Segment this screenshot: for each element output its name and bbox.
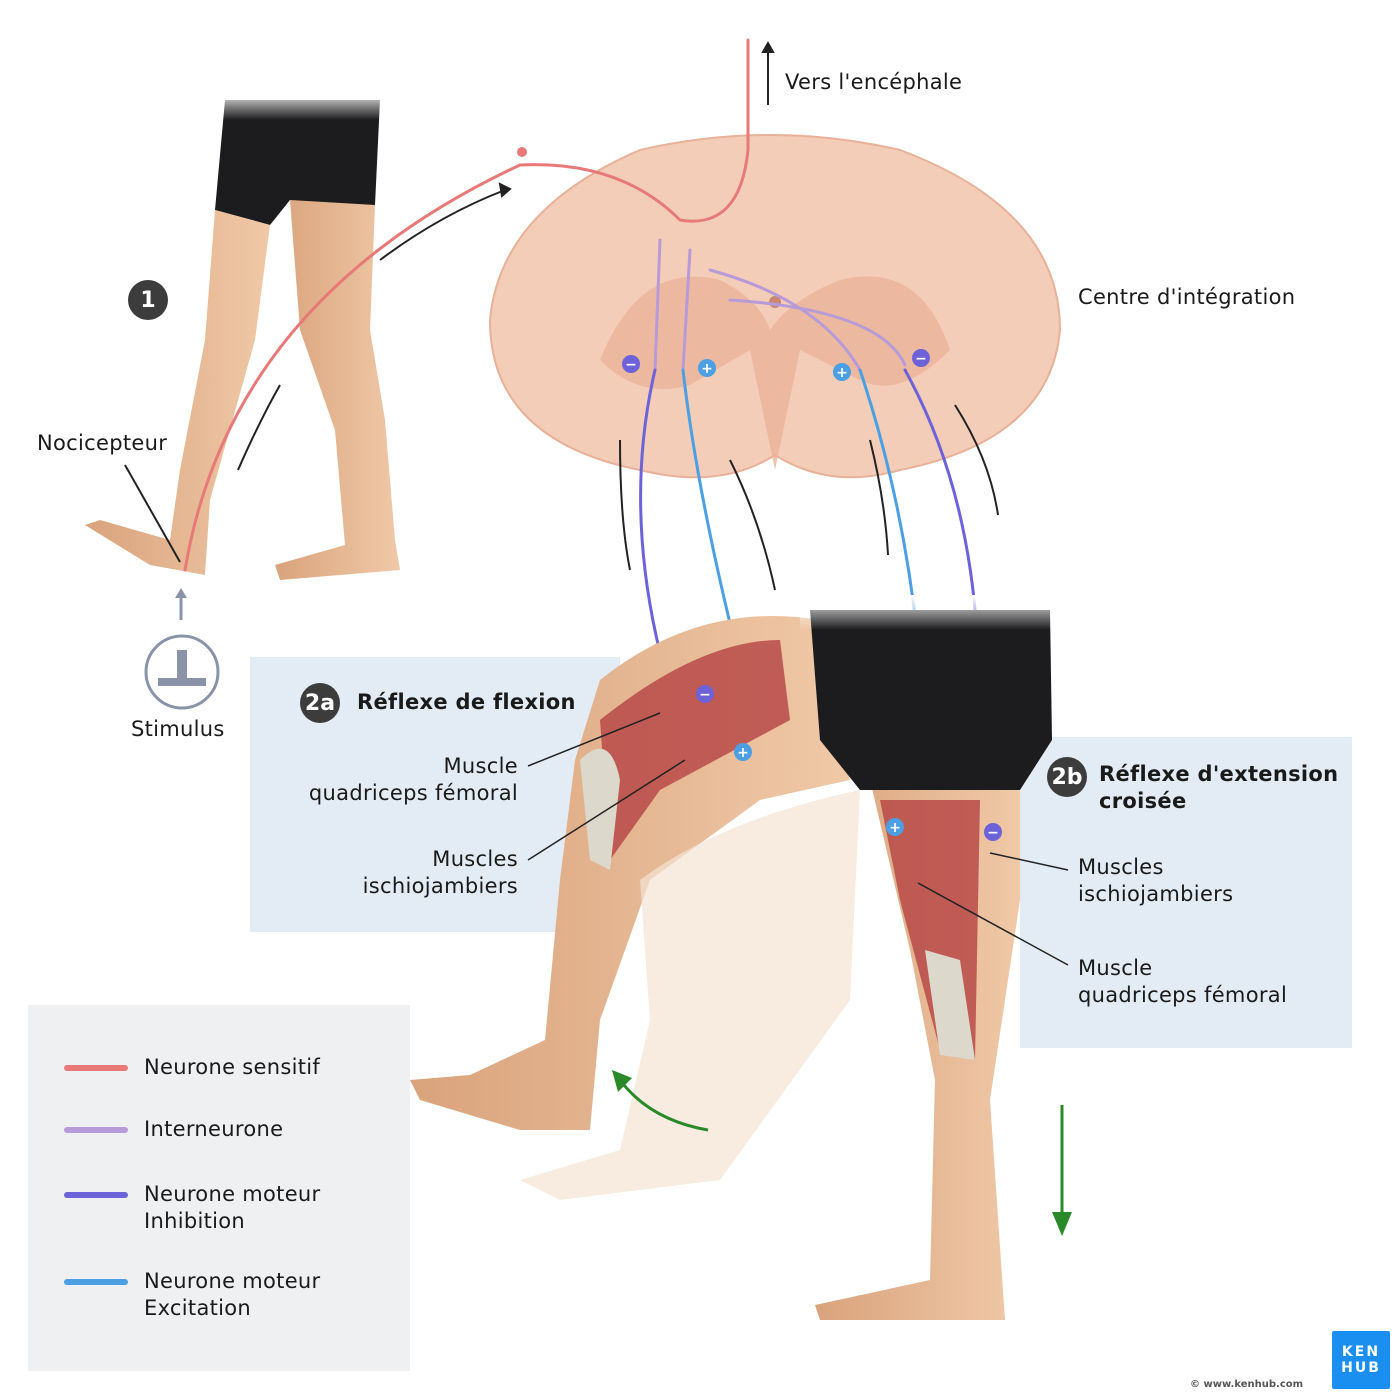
svg-text:−: − [699, 687, 711, 703]
label-integration-center: Centre d'intégration [1078, 285, 1296, 309]
label-line: Muscles [1078, 855, 1164, 879]
label-nociceptor: Nocicepteur [37, 431, 168, 455]
legend-swatch [64, 1192, 128, 1198]
legend-label-line: Excitation [144, 1296, 252, 1320]
label-line: Muscle [1078, 956, 1153, 980]
legend-label-line: Neurone moteur [144, 1182, 321, 1206]
svg-text:+: + [737, 745, 749, 761]
svg-text:+: + [836, 365, 848, 381]
legend-label-line: Inhibition [144, 1209, 246, 1233]
label-2a-hamstrings: Muscles ischiojambiers [363, 846, 518, 900]
legend-item-sensory: Neurone sensitif [64, 1054, 320, 1081]
title-line: Réflexe d'extension [1099, 762, 1339, 786]
legend-item-interneuron: Interneurone [64, 1116, 283, 1143]
legend-label: Interneurone [144, 1117, 284, 1141]
label-line: Muscle [443, 754, 518, 778]
label-line: quadriceps fémoral [308, 781, 518, 805]
label-2b-quadriceps: Muscle quadriceps fémoral [1078, 955, 1287, 1009]
svg-text:−: − [915, 351, 927, 367]
label-2a-quadriceps: Muscle quadriceps fémoral [309, 753, 518, 807]
logo-line: HUB [1341, 1360, 1381, 1376]
label-line: Muscles [432, 847, 518, 871]
leg-figure-top [85, 90, 400, 580]
legend-label: Neurone sensitif [144, 1055, 321, 1079]
sensory-neuron-path [183, 38, 750, 572]
svg-text:−: − [625, 357, 637, 373]
label-line: ischiojambiers [1078, 882, 1234, 906]
svg-text:+: + [889, 820, 901, 836]
logo-line: KEN [1341, 1344, 1381, 1360]
step-2b-badge: 2b [1047, 757, 1087, 797]
title-line: croisée [1099, 789, 1187, 813]
legend-label-line: Neurone moteur [144, 1269, 321, 1293]
step-2a-badge: 2a [300, 683, 340, 723]
svg-text:+: + [701, 361, 713, 377]
spinal-cord-cross-section [488, 134, 1062, 479]
legend-swatch [64, 1279, 128, 1285]
label-2b-hamstrings: Muscles ischiojambiers [1078, 854, 1233, 908]
stimulus-icon [144, 634, 220, 710]
interneuron-path [653, 238, 907, 372]
kenhub-logo[interactable]: KEN HUB [1332, 1331, 1390, 1389]
copyright-text: © www.kenhub.com [1190, 1379, 1304, 1390]
label-line: quadriceps fémoral [1078, 983, 1288, 1007]
legend-swatch [64, 1127, 128, 1133]
label-line: ischiojambiers [362, 874, 518, 898]
label-stimulus: Stimulus [131, 717, 225, 741]
step-1-badge: 1 [128, 280, 168, 320]
svg-text:−: − [987, 825, 999, 841]
flexion-reflex-title: Réflexe de flexion [357, 690, 576, 714]
crossed-extension-title: Réflexe d'extension croisée [1099, 761, 1338, 815]
label-to-brain: Vers l'encéphale [785, 70, 963, 94]
legend-swatch [64, 1065, 128, 1071]
